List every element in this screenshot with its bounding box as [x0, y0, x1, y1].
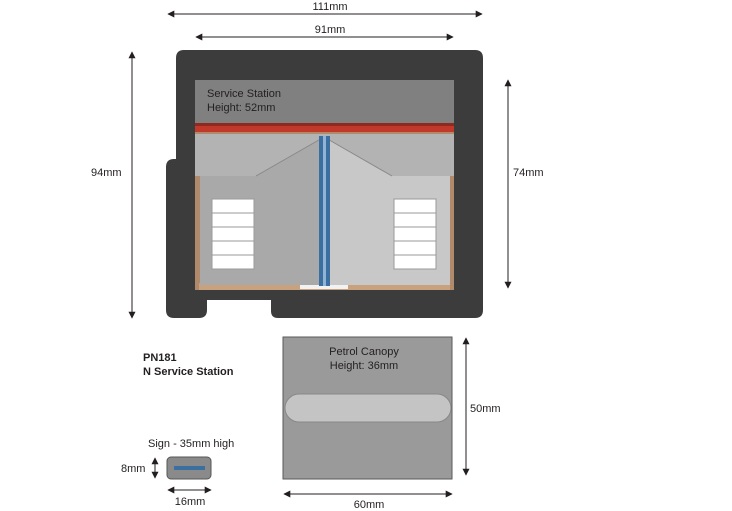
roof-ridge-red: [195, 123, 454, 132]
canopy-height: Height: 36mm: [330, 360, 398, 372]
roof-right-edge: [323, 136, 393, 177]
dim-label-canopy-depth: 50mm: [470, 403, 501, 415]
roof-ridge-red-dark: [195, 123, 454, 126]
building-name: Service Station: [207, 88, 281, 100]
dim-label-sign-width: 16mm: [175, 496, 206, 508]
window-right: [393, 198, 437, 270]
dim-label-sign-height: 8mm: [121, 463, 145, 475]
dim-label-inner-width: 91mm: [315, 24, 346, 36]
dim-label-overall-depth: 94mm: [91, 167, 122, 179]
center-ridge-highlight: [323, 136, 326, 286]
canopy-bar: [284, 393, 452, 423]
dim-label-canopy-width: 60mm: [354, 499, 385, 511]
sign-stripe: [174, 466, 205, 470]
product-name: N Service Station: [143, 366, 234, 378]
base-notch-left: [166, 50, 176, 159]
roof-left-edge: [255, 136, 325, 177]
sign-label: Sign - 35mm high: [148, 438, 234, 450]
window-left: [211, 198, 255, 270]
dim-label-inner-depth: 74mm: [513, 167, 544, 179]
roof-top: [195, 80, 454, 123]
canopy-name: Petrol Canopy: [329, 346, 399, 358]
product-code: PN181: [143, 352, 177, 364]
dim-label-overall-width: 111mm: [312, 1, 347, 13]
building-height: Height: 52mm: [207, 102, 275, 114]
building-floor-light: [300, 284, 348, 289]
